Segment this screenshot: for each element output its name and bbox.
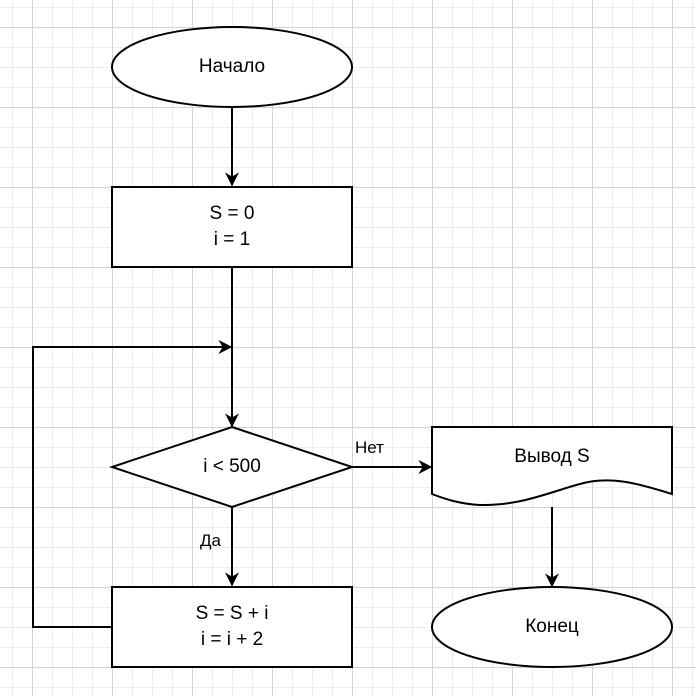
output-document-shape[interactable] [431, 426, 673, 507]
init-line-1: S = 0 [209, 203, 255, 224]
end-terminator-shape[interactable] [431, 586, 673, 668]
output-label: Вывод S [432, 427, 672, 487]
edge-label-yes: Да [200, 531, 221, 550]
output-text: Вывод S [514, 446, 590, 467]
body-line-1: S = S + i [195, 603, 269, 624]
start-text: Начало [198, 56, 266, 77]
body-line-2: i = i + 2 [200, 629, 264, 650]
init-process-shape[interactable] [111, 186, 353, 268]
end-text: Конец [525, 616, 579, 637]
condition-decision-shape[interactable] [108, 425, 356, 509]
condition-label: i < 500 [112, 427, 352, 507]
init-label: S = 0 i = 1 [112, 187, 352, 267]
end-label: Конец [432, 587, 672, 667]
edge-label-no: Нет [355, 438, 384, 457]
start-label: Начало [112, 27, 352, 107]
start-terminator-shape[interactable] [111, 26, 353, 108]
edge-body-loop-back [32, 340, 233, 628]
condition-text: i < 500 [203, 456, 261, 477]
body-process-shape[interactable] [111, 586, 353, 668]
body-label: S = S + i i = i + 2 [112, 587, 352, 667]
init-line-2: i = 1 [213, 229, 251, 250]
